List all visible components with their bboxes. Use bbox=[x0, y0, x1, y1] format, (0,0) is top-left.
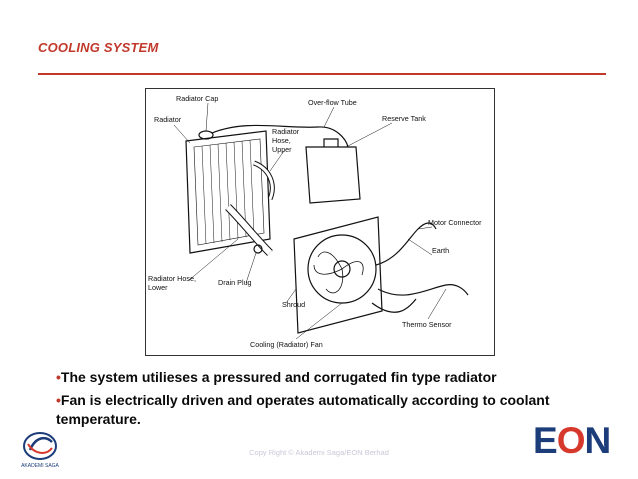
label-shroud: Shroud bbox=[282, 300, 305, 309]
akademi-saga-logo-text: AKADEMI SAGA bbox=[21, 463, 59, 469]
label-hose-upper-2: Hose, bbox=[272, 136, 291, 145]
label-cooling-fan: Cooling (Radiator) Fan bbox=[250, 340, 323, 349]
label-radiator: Radiator bbox=[154, 115, 182, 124]
label-reserve-tank: Reserve Tank bbox=[382, 114, 426, 123]
label-drain-plug: Drain Plug bbox=[218, 278, 252, 287]
eon-logo: EON bbox=[533, 422, 627, 460]
label-hose-upper-1: Radiator bbox=[272, 127, 300, 136]
diagram-drawing: Radiator Cap Radiator Over-flow Tube Res… bbox=[148, 94, 482, 349]
bullet-text: Fan is electrically driven and operates … bbox=[56, 392, 550, 427]
label-hose-lower-2: Lower bbox=[148, 283, 168, 292]
bullet-text: The system utilieses a pressured and cor… bbox=[60, 369, 497, 385]
bullet-item: •Fan is electrically driven and operates… bbox=[56, 391, 576, 429]
copyright-notice: Copy Right © Akademi Saga/EON Berhad bbox=[249, 448, 389, 457]
eon-logo-o: O bbox=[556, 420, 586, 461]
label-hose-lower-1: Radiator Hose, bbox=[148, 274, 196, 283]
label-thermo-sensor: Thermo Sensor bbox=[402, 320, 452, 329]
bullet-mark: • bbox=[56, 392, 61, 408]
cooling-system-diagram: Radiator Cap Radiator Over-flow Tube Res… bbox=[145, 88, 495, 356]
label-motor-connector: Motor Connector bbox=[428, 218, 482, 227]
slide-title: COOLING SYSTEM bbox=[38, 40, 159, 55]
label-earth: Earth bbox=[432, 246, 449, 255]
bullet-mark: • bbox=[56, 369, 61, 385]
akademi-saga-logo: AKADEMI SAGA bbox=[18, 428, 66, 470]
title-divider bbox=[38, 73, 606, 75]
bullet-list: •The system utilieses a pressured and co… bbox=[56, 368, 576, 433]
bullet-item: •The system utilieses a pressured and co… bbox=[56, 368, 576, 387]
label-overflow-tube: Over-flow Tube bbox=[308, 98, 357, 107]
eon-logo-n: N bbox=[584, 420, 611, 461]
label-hose-upper-3: Upper bbox=[272, 145, 292, 154]
eon-logo-e: E bbox=[533, 420, 558, 461]
label-radiator-cap: Radiator Cap bbox=[176, 94, 218, 103]
